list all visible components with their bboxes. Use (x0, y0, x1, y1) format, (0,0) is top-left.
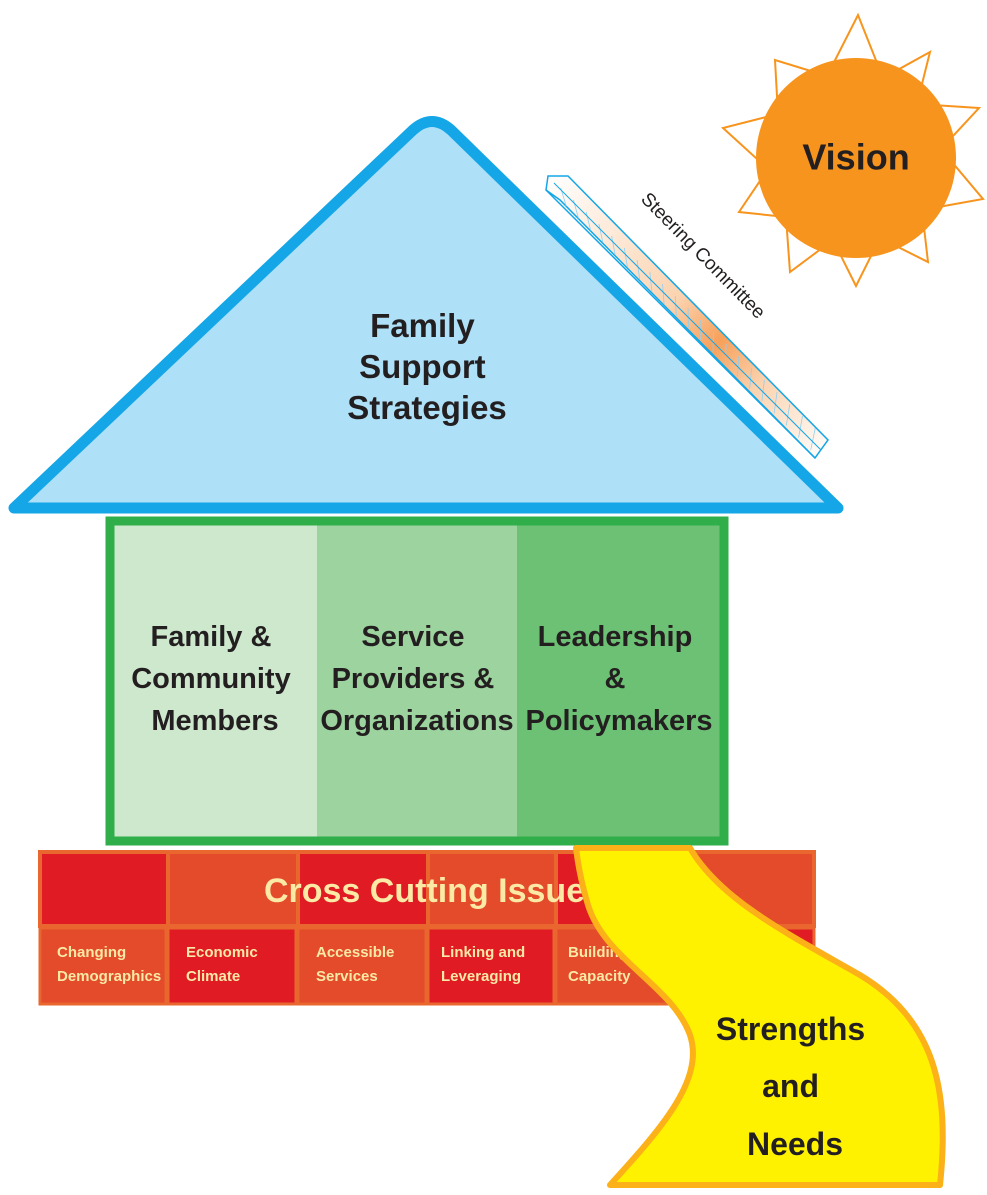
solar-cell-line (674, 295, 677, 316)
brick-label-line: Linking and (441, 944, 525, 961)
solar-cell-line (598, 223, 604, 243)
foundation-title: Cross Cutting Issues (264, 872, 604, 910)
foundation-brick (296, 850, 430, 928)
pillar-leadership (517, 525, 720, 837)
solar-cell-line (623, 247, 628, 268)
foundation-brick (38, 850, 170, 928)
brick-label-linking-leveraging: Linking and Leveraging (441, 944, 529, 985)
brick-label-line: Services (316, 968, 378, 985)
solar-cell-line (737, 355, 740, 377)
foundation-brick (166, 850, 300, 928)
pillar-label-line: Providers & (332, 663, 495, 695)
path-label-line: and (762, 1068, 819, 1104)
pillar-label-leadership: Leadership & Policymakers (525, 621, 712, 737)
pillar-label-line: Organizations (320, 705, 513, 737)
foundation-brick (296, 926, 428, 1006)
brick-label-line: Economic (186, 944, 258, 961)
roof-label: Family Support Strategies (347, 307, 507, 426)
solar-cell-line (636, 259, 640, 280)
foundation-brick (38, 926, 168, 1006)
sun-disc (756, 58, 956, 258)
brick-label-line: Climate (186, 968, 240, 985)
pillar-family-community (114, 525, 317, 837)
solar-cell-line (761, 379, 765, 402)
solar-cell-line (649, 271, 653, 292)
brick-label-line: Accessible (316, 944, 394, 961)
brick-label-changing-demographics: Changing Demographics (57, 944, 161, 985)
vision-sun: Vision (720, 12, 985, 289)
pillar-service-providers (317, 525, 517, 837)
solar-cell-line (798, 415, 803, 438)
solar-cell-line (749, 367, 753, 389)
house-walls: Family & Community Members Service Provi… (105, 516, 729, 846)
roof: Family Support Strategies (8, 116, 844, 514)
foundation-brick (426, 926, 556, 1006)
pillar-label-line: & (604, 663, 625, 695)
path-shape (573, 845, 946, 1188)
solar-cell-line (785, 403, 791, 426)
pillar-label-line: Leadership (538, 621, 693, 653)
solar-cell-line (662, 283, 665, 304)
pillar-label-line: Family & (151, 621, 272, 653)
foundation-brick (166, 926, 298, 1006)
solar-cell-line (611, 235, 616, 255)
path-label: Strengths and Needs (716, 1011, 874, 1162)
brick-label-line: Leveraging (441, 968, 521, 985)
brick-label-line: Capacity (568, 968, 631, 985)
strengths-needs-path: Strengths and Needs (573, 845, 946, 1188)
roof-label-line: Strategies (347, 389, 507, 426)
pillar-label-line: Policymakers (525, 705, 712, 737)
brick-label-line: Changing (57, 944, 126, 961)
pillar-label-line: Members (151, 705, 278, 737)
roof-label-line: Support (359, 348, 485, 385)
path-label-line: Strengths (716, 1011, 865, 1047)
pillar-label-service: Service Providers & Organizations (320, 621, 513, 737)
solar-cell-line (687, 307, 689, 329)
brick-label-economic-climate: Economic Climate (186, 944, 262, 985)
roof-triangle (8, 116, 844, 514)
roof-label-line: Family (370, 307, 475, 344)
walls-frame (105, 516, 729, 846)
vision-label: Vision (802, 137, 909, 178)
brick-label-accessible-services: Accessible Services (316, 944, 399, 985)
pillar-label-family: Family & Community Members (131, 621, 299, 737)
path-label-line: Needs (747, 1126, 843, 1162)
pillar-label-line: Service (361, 621, 464, 653)
solar-cell-line (773, 391, 778, 414)
solar-cell-line (810, 427, 816, 450)
solar-cell-line (585, 211, 592, 231)
brick-label-line: Demographics (57, 968, 161, 985)
pillar-label-line: Community (131, 663, 291, 695)
